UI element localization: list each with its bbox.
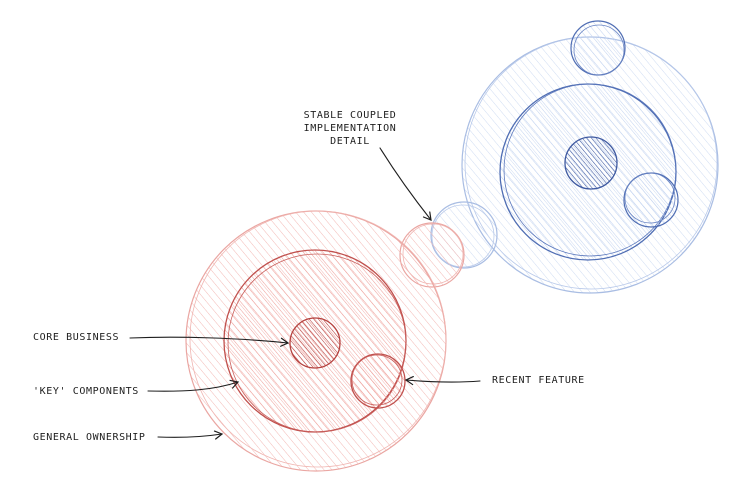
label-stable-coupled-line3: DETAIL — [330, 136, 370, 147]
red-core-circle — [289, 317, 341, 369]
label-stable-coupled-line1: STABLE COUPLED — [303, 110, 397, 121]
arrow-core-business — [129, 336, 290, 347]
annotation-arrows — [129, 147, 481, 440]
arrow-general-ownership — [157, 430, 224, 440]
label-stable-coupled-line2: IMPLEMENTATION — [303, 123, 397, 134]
arrow-key-components — [147, 379, 240, 392]
arrow-stable-coupled — [379, 147, 432, 221]
label-key-components: 'KEY' COMPONENTS — [33, 386, 139, 397]
label-core-business: CORE BUSINESS — [33, 332, 120, 343]
blue-cluster — [430, 20, 719, 294]
label-recent-feature: RECENT FEATURE — [492, 375, 585, 386]
red-cluster — [185, 210, 465, 472]
blue-core-circle — [564, 136, 618, 190]
arrow-recent-feature — [404, 375, 481, 386]
label-general-ownership: GENERAL OWNERSHIP — [33, 432, 146, 443]
label-stable-coupled: STABLE COUPLED IMPLEMENTATION DETAIL — [290, 109, 410, 148]
